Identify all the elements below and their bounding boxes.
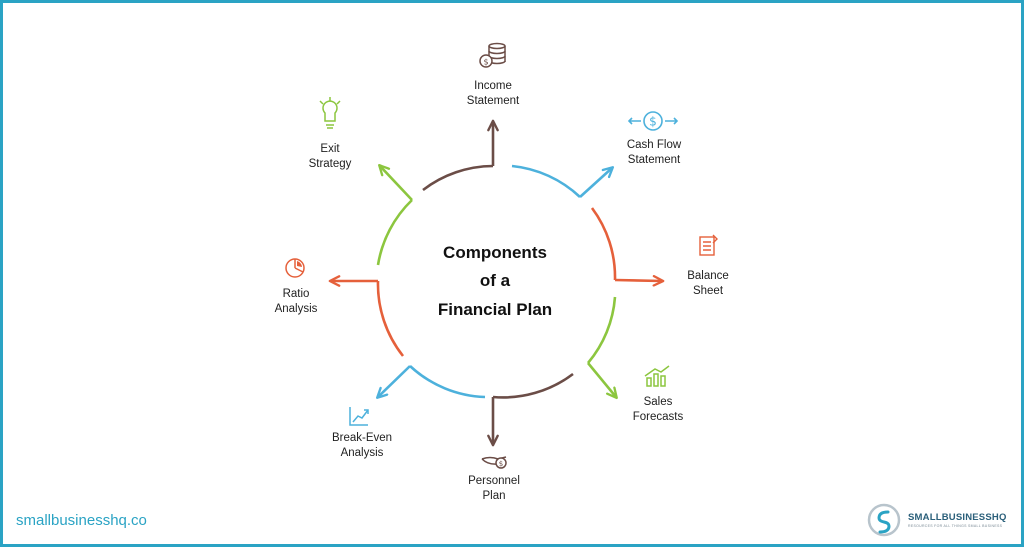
arc-sales-forecasts xyxy=(586,296,618,400)
pie-chart-icon xyxy=(285,258,305,278)
brand-mark-icon xyxy=(867,503,901,537)
bar-chart-icon xyxy=(644,365,670,387)
label-personnel-plan-1: Personnel xyxy=(468,475,520,487)
component-ratio-analysis: Ratio Analysis xyxy=(275,258,318,315)
label-cash-flow-2: Statement xyxy=(628,154,681,166)
label-income-statement-2: Statement xyxy=(467,95,520,107)
label-income-statement-1: Income xyxy=(474,80,512,92)
arc-cash-flow xyxy=(511,164,615,198)
center-title-line-2: of a xyxy=(480,271,511,290)
label-break-even-1: Break-Even xyxy=(332,432,392,444)
hand-coin-icon: $ xyxy=(481,456,507,469)
dollar-arrows-icon: $ xyxy=(627,111,679,131)
component-balance-sheet: Balance Sheet xyxy=(687,234,729,297)
label-balance-sheet-2: Sheet xyxy=(693,285,724,297)
brand-tagline: RESOURCES FOR ALL THINGS SMALL BUSINESS xyxy=(908,524,1003,528)
label-personnel-plan-2: Plan xyxy=(482,490,505,502)
component-sales-forecasts: Sales Forecasts xyxy=(633,365,684,423)
arc-exit-strategy xyxy=(376,163,413,266)
center-title: Components of a Financial Plan xyxy=(438,243,552,319)
footer-url[interactable]: smallbusinesshq.co xyxy=(16,512,147,529)
label-cash-flow-1: Cash Flow xyxy=(627,139,682,151)
component-break-even-analysis: Break-Even Analysis xyxy=(332,407,392,459)
line-chart-icon xyxy=(349,407,369,426)
lightbulb-icon xyxy=(319,97,341,129)
component-income-statement: $ Income Statement xyxy=(467,42,520,107)
svg-text:$: $ xyxy=(499,460,503,468)
arc-break-even xyxy=(375,365,486,399)
label-ratio-analysis-2: Analysis xyxy=(275,303,318,315)
label-sales-forecasts-2: Forecasts xyxy=(633,411,684,423)
component-personnel-plan: $ Personnel Plan xyxy=(468,456,520,502)
label-balance-sheet-1: Balance xyxy=(687,270,729,282)
label-exit-strategy-2: Strategy xyxy=(309,158,352,170)
component-cash-flow-statement: $ Cash Flow Statement xyxy=(627,111,682,166)
arc-balance-sheet xyxy=(590,207,665,287)
coins-icon: $ xyxy=(479,42,506,68)
label-sales-forecasts-1: Sales xyxy=(644,396,673,408)
svg-text:$: $ xyxy=(649,115,657,129)
label-break-even-2: Analysis xyxy=(341,447,384,459)
arc-personnel-plan xyxy=(487,372,574,447)
arc-ratio-analysis xyxy=(328,275,405,357)
label-ratio-analysis-1: Ratio xyxy=(283,288,310,300)
spreadsheet-icon xyxy=(699,234,718,256)
center-title-line-3: Financial Plan xyxy=(438,300,552,319)
svg-text:$: $ xyxy=(483,58,488,67)
brand-logo: SMALLBUSINESSHQ RESOURCES FOR ALL THINGS… xyxy=(866,500,1016,540)
component-exit-strategy: Exit Strategy xyxy=(309,97,352,170)
arc-income-statement xyxy=(422,119,499,192)
label-exit-strategy-1: Exit xyxy=(320,143,340,155)
brand-name: SMALLBUSINESSHQ xyxy=(908,512,1007,523)
center-title-line-1: Components xyxy=(443,243,547,262)
